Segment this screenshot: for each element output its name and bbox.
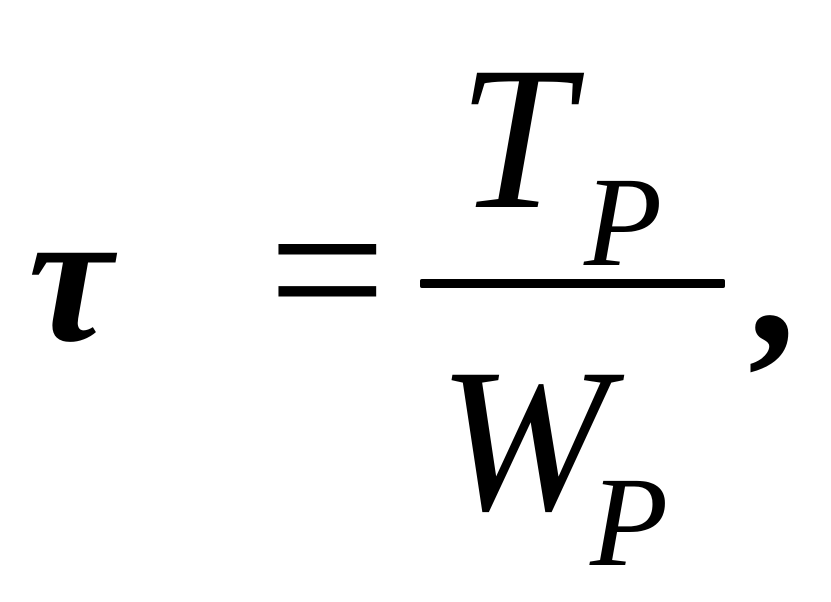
numerator-subscript: P	[584, 151, 663, 293]
trailing-comma: ,	[748, 175, 796, 385]
fraction-bar	[420, 279, 725, 288]
tau-symbol: τ	[28, 172, 113, 382]
denominator-subscript: P	[590, 451, 669, 593]
equals-sign: =	[268, 154, 387, 386]
denominator-symbol: W	[438, 327, 609, 554]
numerator-symbol: T	[458, 25, 573, 252]
